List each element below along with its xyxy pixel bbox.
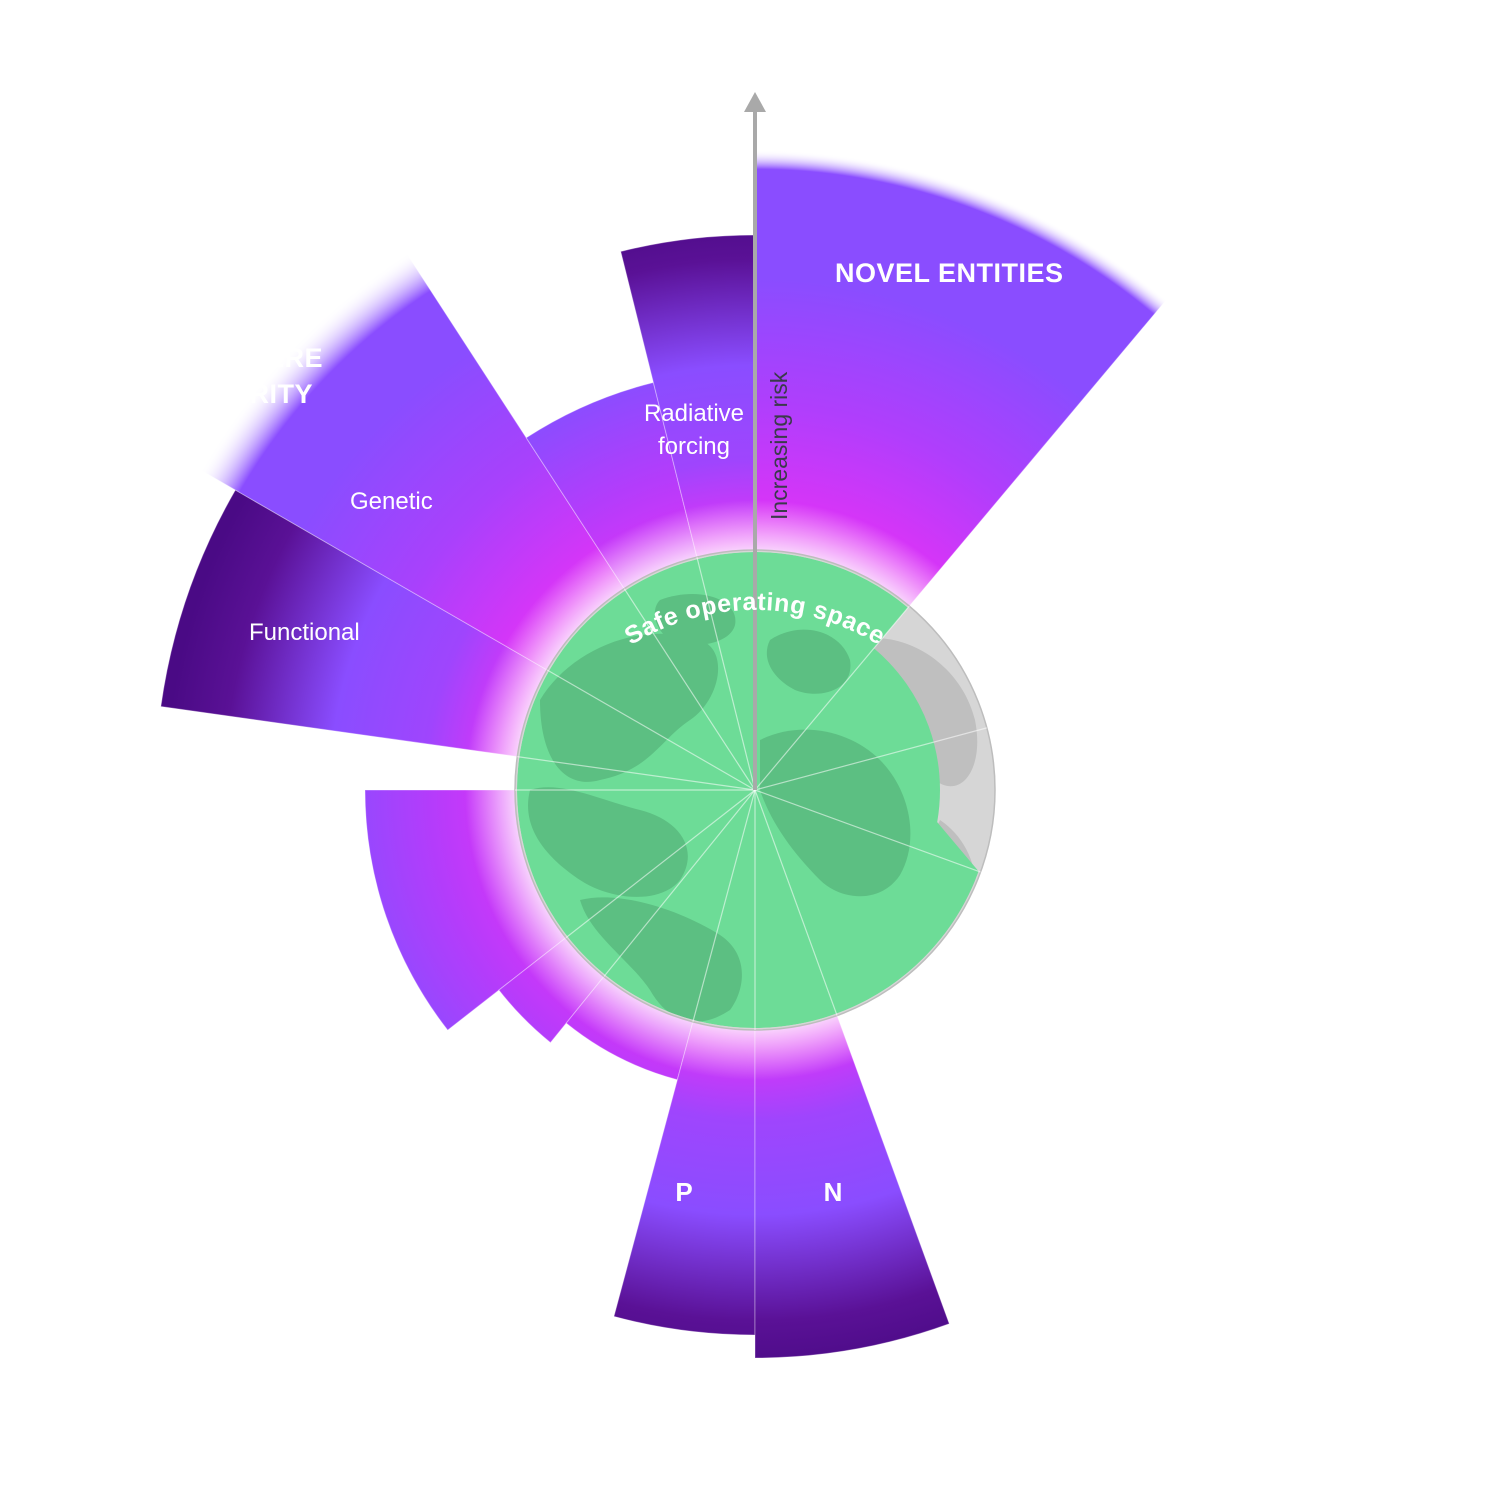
phosphorus-label: P [675,1177,692,1207]
sector-divider-line [565,789,756,939]
increasing-risk-arrow [744,92,766,790]
biosphere-label-line1: ERE [266,343,323,373]
sector-divider-line [754,605,910,791]
sector-dividers [515,550,987,1030]
land-system-label: se [446,1053,477,1083]
sector-divider-line [754,789,838,1016]
functional-label: Functional [249,619,360,646]
radiative-label-line1: Radiative [644,400,744,427]
genetic-label: Genetic [350,488,433,515]
sector-divider-line [517,756,756,791]
radiative-label-line2: forcing [658,433,730,460]
sector-divider-line [696,556,756,791]
nitrogen-label: N [824,1177,843,1207]
sector-divider-line [754,789,981,873]
axis-label: Increasing risk [766,371,792,520]
novel-entities-label: NOVEL ENTITIES [835,258,1064,288]
continents [528,594,911,1022]
sector-divider-line [692,789,756,1022]
arrow-head-icon [744,92,766,112]
sector-divider-line [754,727,987,791]
sector-divider-line [546,669,756,791]
sector-divider-line [623,588,756,791]
sector-divider-line [603,789,756,977]
biosphere-label-line2: GRITY [228,379,313,409]
